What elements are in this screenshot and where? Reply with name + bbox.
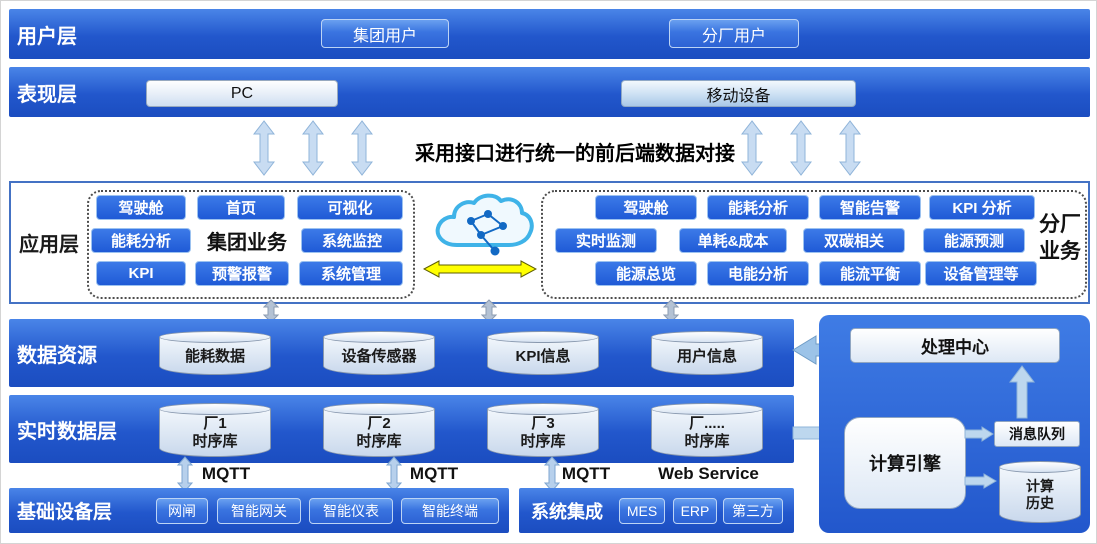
interface-note: 采用接口进行统一的前后端数据对接 [415,143,735,165]
group-business-title: 集团业务 [207,231,287,254]
app-item: 驾驶舱 [595,195,697,220]
device-item: 智能网关 [217,498,301,524]
device-layer-band: 基础设备层 网闸 智能网关 智能仪表 智能终端 [9,488,509,533]
app-item: 系统管理 [299,261,403,286]
integration-item: 第三方 [723,498,783,524]
app-item: 能耗分析 [707,195,809,220]
user-layer-label: 用户层 [17,25,77,48]
app-item: 驾驶舱 [96,195,186,220]
device-item: 智能仪表 [309,498,393,524]
app-item: 预警报警 [195,261,289,286]
app-item: 系统监控 [301,228,403,253]
updown-arrow-icon [302,120,324,176]
app-item: 电能分析 [707,261,809,286]
data-resource-label: 数据资源 [17,344,97,367]
app-item: 实时监测 [555,228,657,253]
updown-arrow-icon [351,120,373,176]
app-item: 单耗&成本 [679,228,787,253]
updown-arrow-icon [253,120,275,176]
app-item: 可视化 [297,195,403,220]
processing-panel: 处理中心 计算引擎 消息队列 计算历史 [819,315,1090,533]
cloud-network-icon [435,193,534,256]
protocol-label: Web Service [658,464,759,483]
plant-business-title: 分厂业务 [1039,213,1081,263]
right-arrow-icon [964,426,994,442]
app-item: 智能告警 [819,195,921,220]
updown-arrow-icon [741,120,763,176]
updown-arrow-icon [177,456,193,492]
protocol-label: MQTT [409,464,459,483]
user-layer-band: 用户层 集团用户 分厂用户 [9,9,1090,59]
energy-data-cylinder: 能耗数据 [159,331,271,375]
app-item: 能流平衡 [819,261,921,286]
plant-business-frame [541,190,1087,299]
integration-item: ERP [673,498,717,524]
app-item: 设备管理等 [925,261,1037,286]
app-item: 能源预测 [923,228,1025,253]
message-queue-box: 消息队列 [994,421,1080,447]
app-item: KPI [96,261,186,286]
application-layer-box: 应用层 驾驶舱 首页 可视化 能耗分析 集团业务 系统监控 KPI 预警报警 系… [9,181,1090,304]
integration-item: MES [619,498,665,524]
protocol-label: MQTT [201,464,251,483]
application-layer-label: 应用层 [19,234,79,256]
device-sensor-cylinder: 设备传感器 [323,331,435,375]
presentation-layer-band: 表现层 PC 移动设备 [9,67,1090,117]
compute-engine-box: 计算引擎 [844,417,966,509]
app-item: 首页 [197,195,285,220]
updown-arrow-icon [790,120,812,176]
compute-history-cylinder: 计算历史 [999,461,1081,523]
presentation-layer-label: 表现层 [17,83,77,106]
device-item: 智能终端 [401,498,499,524]
group-business-frame [87,190,415,299]
integration-label: 系统集成 [531,501,603,522]
mobile-device-box: 移动设备 [621,80,856,107]
app-item: 双碳相关 [803,228,905,253]
app-item: 能耗分析 [91,228,191,253]
integration-band: 系统集成 MES ERP 第三方 [519,488,794,533]
exchange-arrow-icon [423,260,537,278]
realtime-layer-label: 实时数据层 [17,420,117,443]
app-item: KPI 分析 [929,195,1035,220]
updown-arrow-icon [386,456,402,492]
user-info-cylinder: 用户信息 [651,331,763,375]
updown-arrow-icon [839,120,861,176]
protocol-label: MQTT [561,464,611,483]
device-item: 网闸 [156,498,208,524]
group-users-box: 集团用户 [321,19,449,48]
device-layer-label: 基础设备层 [17,502,113,523]
pc-box: PC [146,80,338,107]
tsdb-cylinder: 厂.....时序库 [651,403,763,457]
processing-center-box: 处理中心 [850,328,1060,363]
app-item: 能源总览 [595,261,697,286]
kpi-info-cylinder: KPI信息 [487,331,599,375]
plant-users-box: 分厂用户 [669,19,799,48]
up-arrow-icon [1009,365,1035,419]
data-resource-band: 数据资源 能耗数据 设备传感器 KPI信息 用户信息 [9,319,794,387]
right-arrow-icon [964,473,997,489]
